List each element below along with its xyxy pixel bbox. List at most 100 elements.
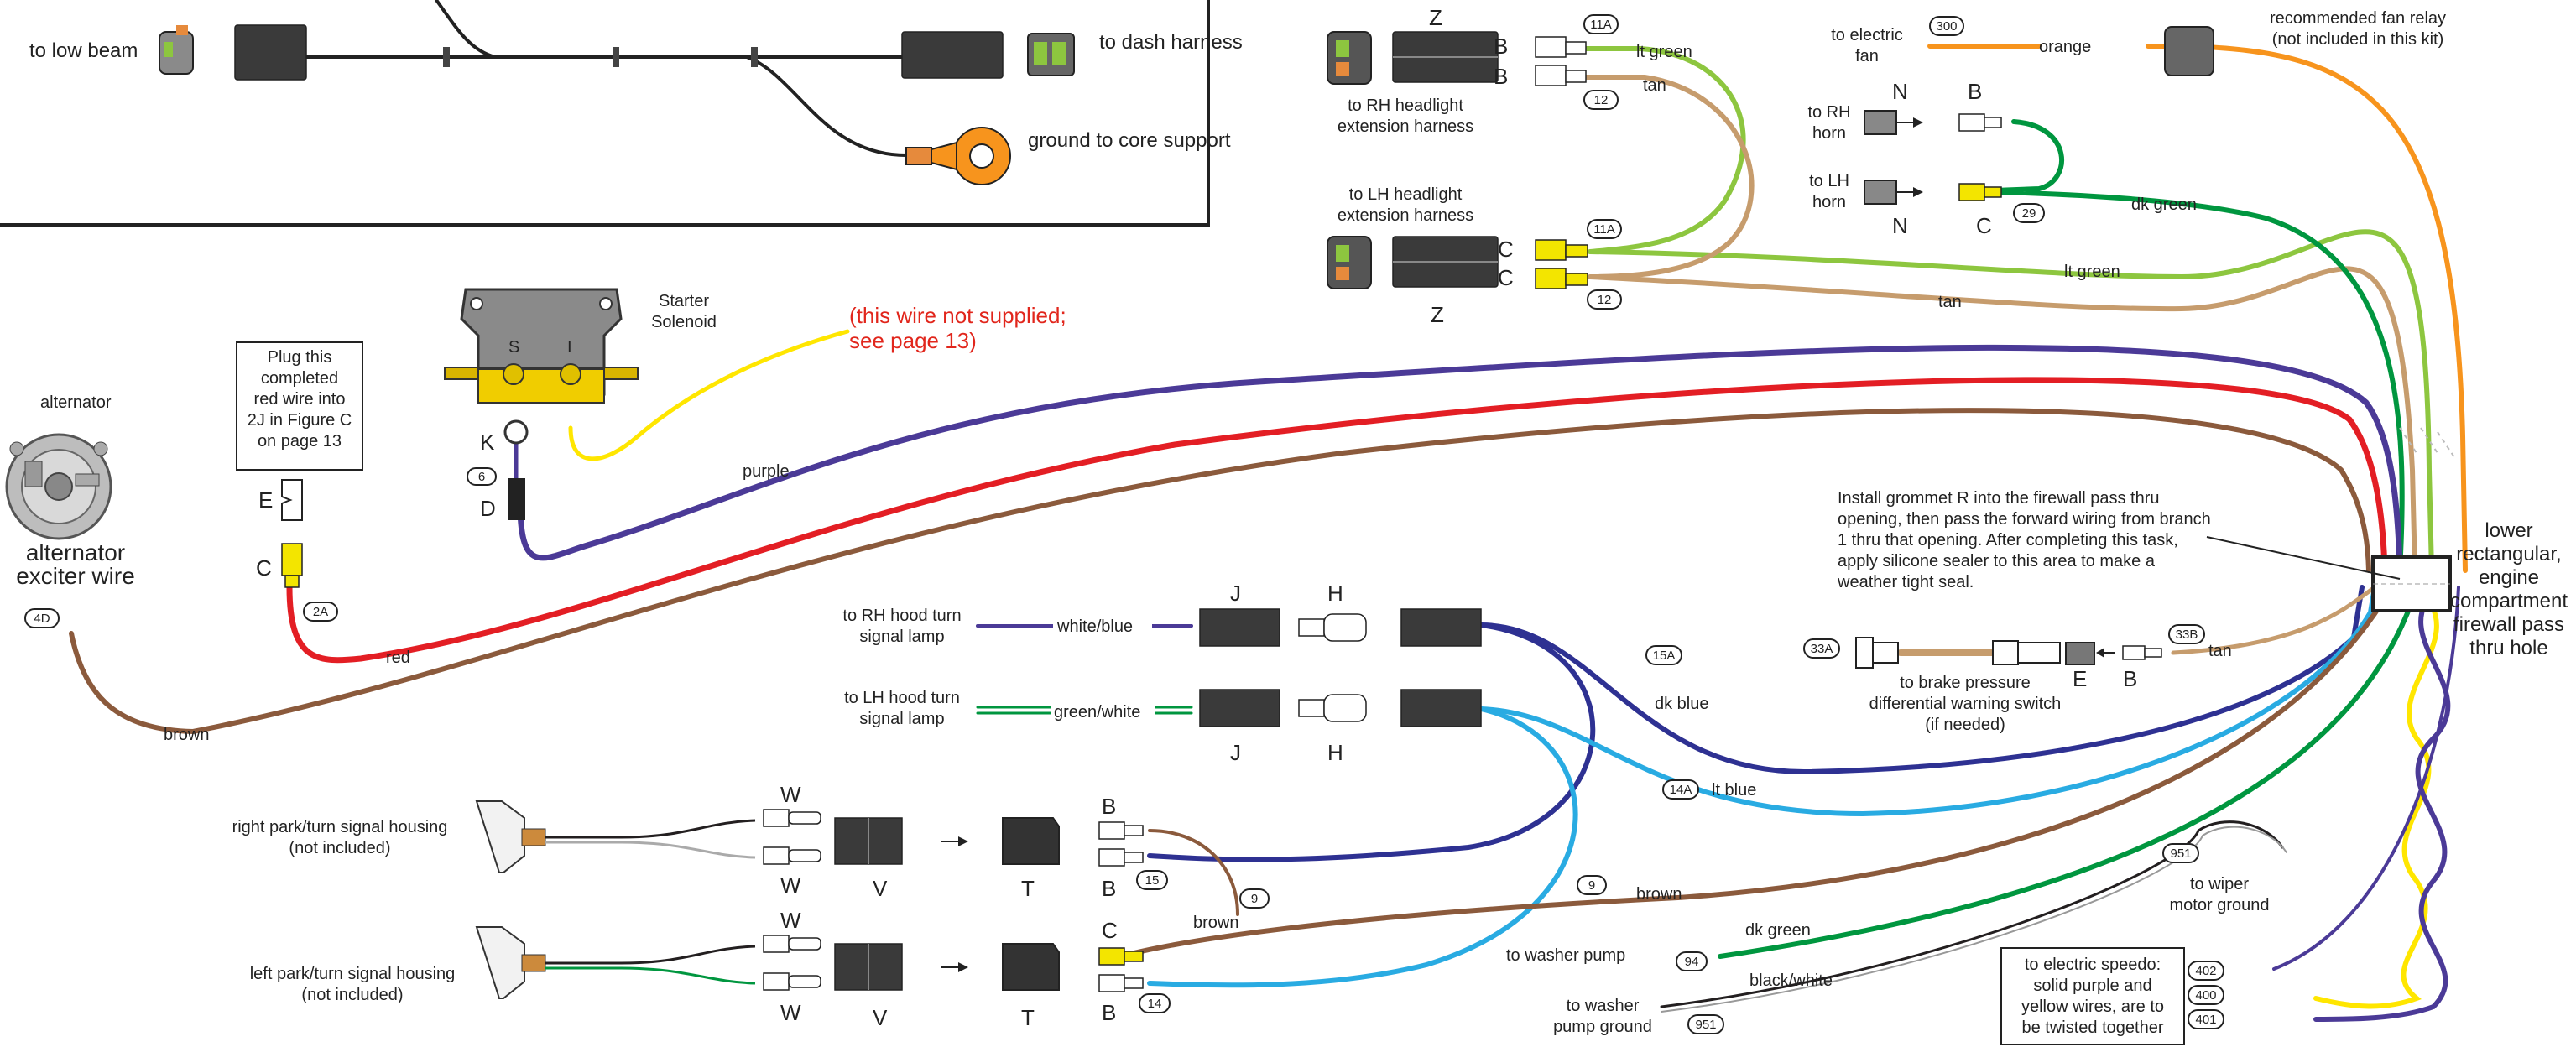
alternator-label: alternator	[40, 393, 112, 412]
inset-box: to low beam to dash harness ground to co…	[0, 0, 1243, 227]
tag-6: 6	[467, 467, 497, 486]
tag-33b: 33B	[2168, 624, 2205, 644]
e-letter-left: E	[258, 487, 273, 513]
tag-14: 14	[1139, 993, 1171, 1013]
tag-2a: 2A	[303, 602, 338, 622]
tan-label-top: tan	[1643, 76, 1666, 95]
to-low-beam-label: to low beam	[29, 39, 138, 62]
inset-branch-up	[435, 0, 497, 59]
wire-lt-green-main	[1588, 229, 2434, 573]
wire-purple	[517, 344, 2403, 574]
svg-text:12: 12	[1594, 93, 1609, 107]
rh-horn-n-letter: N	[1892, 79, 1908, 104]
svg-text:2A: 2A	[313, 605, 328, 619]
lt-blue-label: lt blue	[1712, 781, 1756, 800]
h-letter-top: H	[1327, 581, 1343, 606]
wire-red	[286, 377, 2388, 664]
wire-tan-brake	[2171, 585, 2377, 655]
lt-green-label-mid: lt green	[2064, 263, 2120, 281]
tag-951-bottom: 951	[1687, 1014, 1724, 1034]
dk-blue-label: dk blue	[1655, 695, 1709, 713]
wire-purple-402	[2272, 586, 2460, 971]
brake-e-letter: E	[2073, 666, 2087, 691]
ground-to-core-support-label: ground to core support	[1028, 129, 1231, 152]
svg-text:9: 9	[1251, 892, 1258, 906]
wire-twist-purple	[2313, 585, 2451, 1022]
dk-green-label-lower: dk green	[1745, 921, 1811, 940]
to-washer-pump-label: to washer pump	[1506, 946, 1625, 965]
svg-text:94: 94	[1685, 955, 1699, 969]
lh-c-letter-2: C	[1498, 265, 1514, 290]
d-letter: D	[480, 496, 496, 521]
svg-text:11A: 11A	[1593, 222, 1615, 237]
wires	[69, 44, 2468, 1022]
dk-green-label-top: dk green	[2131, 195, 2197, 214]
ground-ring-terminal	[905, 127, 1011, 185]
brake-b-letter: B	[2123, 666, 2137, 691]
white-blue-label: white/blue	[1056, 617, 1133, 636]
right-w-letter-bottom: W	[780, 872, 801, 898]
tag-12-mid: 12	[1587, 289, 1622, 310]
tag-33a: 33A	[1803, 638, 1840, 659]
rh-b-letter-1: B	[1494, 34, 1508, 59]
svg-text:9: 9	[1588, 878, 1595, 893]
rh-headlight-group	[1327, 31, 1587, 86]
j-letter-top: J	[1230, 581, 1241, 606]
tag-400: 400	[2188, 985, 2224, 1005]
j-letter-bottom: J	[1230, 740, 1241, 765]
rh-hood-connector	[1199, 608, 1482, 647]
c-terminal-icon	[281, 543, 303, 588]
tan-label-mid: tan	[1938, 293, 1962, 311]
left-c-letter: C	[1102, 918, 1118, 943]
lt-green-label-top: lt green	[1636, 43, 1692, 61]
svg-text:402: 402	[2195, 964, 2216, 978]
tag-402: 402	[2188, 961, 2224, 981]
tag-9-left: 9	[1239, 888, 1270, 909]
tag-4d: 4D	[24, 608, 60, 628]
tag-401: 401	[2188, 1009, 2224, 1029]
red-label: red	[386, 649, 410, 667]
rh-b-letter-2: B	[1494, 64, 1508, 89]
left-park-housing-icon	[475, 926, 1144, 999]
wire-lt-green-rh	[1583, 46, 1746, 254]
svg-text:14: 14	[1148, 997, 1162, 1011]
not-supplied-note: (this wire not supplied;see page 13)	[849, 303, 1066, 353]
wire-black-white-1	[1660, 820, 2284, 1008]
wire-brown-lower	[1118, 585, 2394, 959]
brown-label-t: brown	[1193, 914, 1238, 932]
wire-lt-blue	[1478, 585, 2377, 817]
wire-brown	[69, 408, 2371, 735]
lh-c-letter-1: C	[1498, 237, 1514, 262]
svg-text:33B: 33B	[2176, 628, 2198, 642]
grommet-leader-line	[2206, 536, 2401, 580]
lh-horn-n-letter: N	[1892, 213, 1908, 238]
c-letter-left: C	[256, 555, 272, 581]
svg-text:29: 29	[2022, 206, 2036, 221]
rh-horn-b-letter: B	[1968, 79, 1982, 104]
right-park-housing-icon	[475, 800, 1144, 873]
left-park-housing-label: left park/turn signal housing(not includ…	[250, 965, 456, 1004]
low-beam-connector	[159, 24, 307, 81]
svg-text:300: 300	[1936, 19, 1957, 34]
h-letter-bottom: H	[1327, 740, 1343, 765]
left-v-letter: V	[873, 1005, 888, 1030]
wire-black-white-2	[1661, 826, 2287, 1013]
tag-14a: 14A	[1662, 779, 1699, 800]
wire-yellow-solenoid	[568, 329, 850, 461]
wire-dk-green-horn	[1971, 119, 2405, 573]
wire-lt-blue-t	[1147, 706, 1578, 988]
right-w-letter-top: W	[780, 782, 801, 807]
lh-horn-c-letter: C	[1976, 213, 1992, 238]
